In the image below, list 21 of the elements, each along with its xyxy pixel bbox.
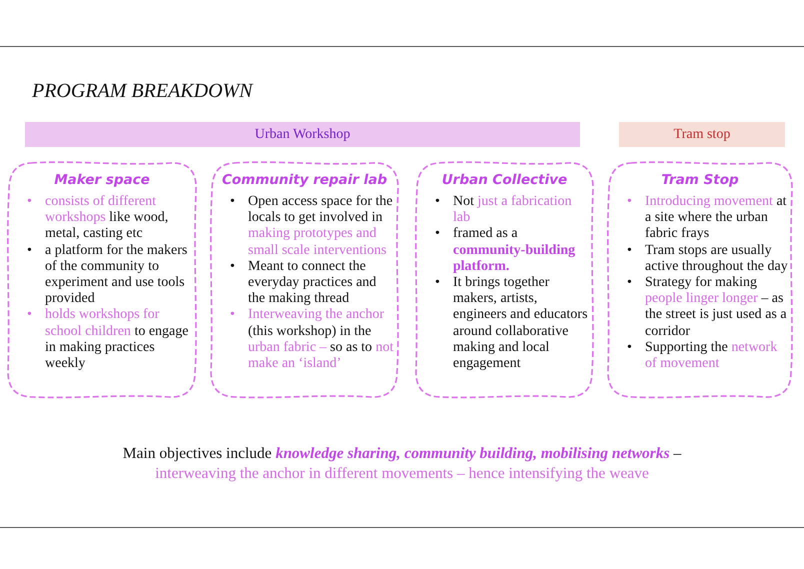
bullet-text: • Meant to connect the everyday practices and the making thread [230, 258, 378, 308]
card-heading: Community repair lab [220, 172, 388, 188]
bullet-text: • holds workshops for school children to engage in making practices weekly [27, 307, 190, 372]
program-card [605, 160, 795, 400]
section-header-bar: Tram stop [619, 122, 785, 147]
page-title: PROGRAM BREAKDOWN [32, 80, 253, 103]
bullet-text: • a platform for the makers of the community to experiment and use tools provided [27, 242, 188, 308]
card-heading: Maker space [53, 172, 151, 188]
bullet-text: • Supporting the network of movement [627, 340, 778, 372]
program-card [413, 160, 596, 400]
card-heading: Tram Stop [660, 172, 740, 188]
program-card [5, 160, 199, 400]
caption-text: Main objectives include knowledge sharing, community building, mobilising networks – interweaving the anchor in different movements – hence intensifying the weave [122, 444, 682, 484]
bullet-text: • Open access space for the locals to get involved in making prototypes and small scale interventions [230, 194, 394, 259]
bullet-text: • Not just a fabrication lab [435, 194, 573, 226]
program-card [208, 160, 401, 400]
card-heading: Urban Collective [440, 172, 568, 188]
section-header-bar: Urban Workshop [25, 122, 580, 147]
bullet-text: • It brings together makers, artists, engineers and educators around collaborative making and local engagement [435, 275, 589, 372]
bullet-text: • framed as a community-building platform. [435, 226, 576, 276]
bullet-text: • Interweaving the anchor (this workshop) in the urban fabric – so as to not make an ‘island’ [230, 307, 394, 372]
